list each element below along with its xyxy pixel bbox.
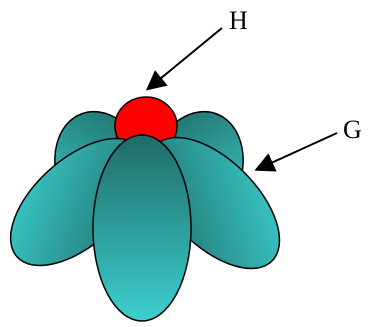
arrow-to-h — [149, 28, 222, 88]
arrow-to-g — [258, 133, 337, 169]
front-petal — [93, 135, 191, 321]
label-g: G — [343, 117, 362, 143]
label-h: H — [229, 8, 248, 34]
